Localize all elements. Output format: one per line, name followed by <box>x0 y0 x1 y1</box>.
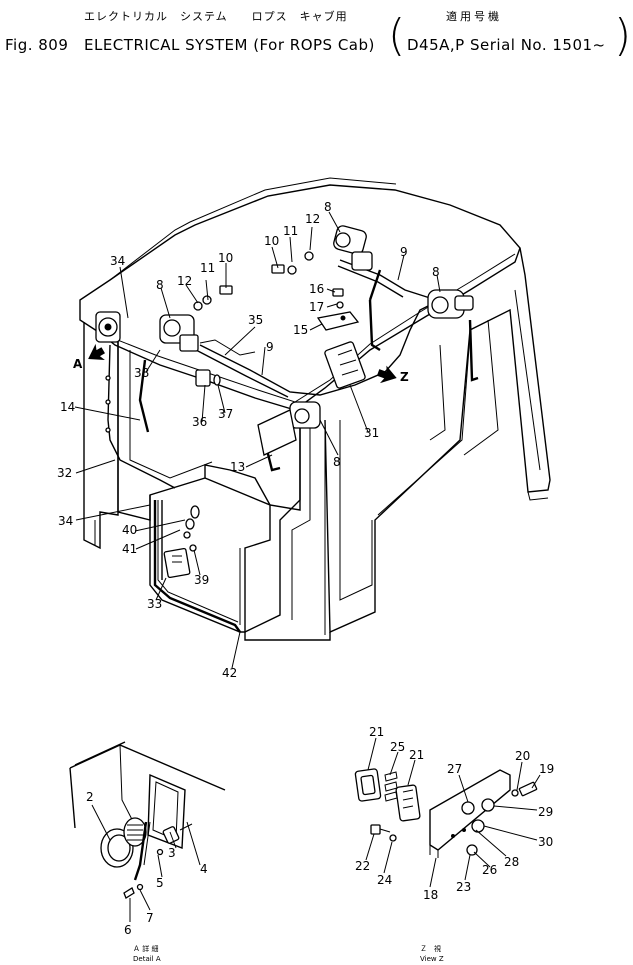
callout-label: 36 <box>192 415 207 429</box>
callout-label: 38 <box>134 366 149 380</box>
callout-label: 33 <box>147 597 162 611</box>
callout-label: 3 <box>168 846 176 860</box>
callout-label: 30 <box>538 835 553 849</box>
callout-label: 34 <box>58 514 73 528</box>
callout-label: 26 <box>482 863 497 877</box>
callout-label: 35 <box>248 313 263 327</box>
callout-label: 29 <box>538 805 553 819</box>
callout-label: 8 <box>156 278 164 292</box>
callout-label: 6 <box>124 923 132 937</box>
left-bracket: ( <box>388 10 406 61</box>
callout-label: 21 <box>369 725 384 739</box>
leader-lines <box>74 211 441 669</box>
detail-a-caption: Detail A <box>133 955 161 963</box>
callout-label: 15 <box>293 323 308 337</box>
callout-label: 27 <box>447 762 462 776</box>
detail-a-drawing <box>69 741 226 922</box>
callout-label: 5 <box>156 876 164 890</box>
callout-label: 42 <box>222 666 237 680</box>
callout-label: 14 <box>60 400 75 414</box>
view-a-marker: A <box>73 357 83 371</box>
callout-label: 23 <box>456 880 471 894</box>
callout-label: 34 <box>110 254 125 268</box>
wiring-harness <box>105 259 441 633</box>
door-speaker-and-panel <box>163 505 200 579</box>
callout-label: 11 <box>283 224 298 238</box>
callout-label: 32 <box>57 466 72 480</box>
figure-number: Fig. 809 <box>5 36 69 54</box>
callout-label: 12 <box>305 212 320 226</box>
figure-title: ELECTRICAL SYSTEM (For ROPS Cab) <box>84 36 375 54</box>
callout-label: 4 <box>200 862 208 876</box>
view-z-marker: Z <box>400 370 409 384</box>
callout-label: 2 <box>86 790 94 804</box>
callout-label: 9 <box>400 245 408 259</box>
callout-label: 31 <box>364 426 379 440</box>
view-arrows: A Z <box>73 343 409 384</box>
callout-label: 19 <box>539 762 554 776</box>
detail-a-caption-jp: Ａ 詳 細 <box>133 944 158 953</box>
right-bracket: ) <box>614 10 632 61</box>
view-z-caption-jp: Ｚ 視 <box>420 944 441 953</box>
callout-label: 22 <box>355 859 370 873</box>
callout-label: 13 <box>230 460 245 474</box>
callout-label: 37 <box>218 407 233 421</box>
serial-applicability: D45A,P Serial No. 1501~ <box>407 36 606 54</box>
applicability-japanese: 適用号機 <box>446 10 502 23</box>
callout-label: 10 <box>264 234 279 248</box>
callout-label: 8 <box>333 455 341 469</box>
callout-label: 18 <box>423 888 438 902</box>
callout-label: 9 <box>266 340 274 354</box>
detail-a-callouts: 2 3 4 5 6 7 Ａ 詳 細 Detail A <box>86 790 208 963</box>
callout-label: 40 <box>122 523 137 537</box>
view-z-drawing <box>354 737 541 888</box>
callout-label: 17 <box>309 300 324 314</box>
callout-label: 41 <box>122 542 137 556</box>
main-callout-labels: 34 8 12 11 10 10 11 12 8 9 8 16 17 15 35… <box>57 200 440 680</box>
callout-label: 21 <box>409 748 424 762</box>
view-z-callouts: 21 25 21 27 20 19 29 30 28 26 23 22 24 1… <box>355 725 554 963</box>
callout-label: 20 <box>515 749 530 763</box>
callout-label: 39 <box>194 573 209 587</box>
view-z-caption: View Z <box>420 955 444 963</box>
callout-label: 24 <box>377 873 392 887</box>
callout-label: 8 <box>324 200 332 214</box>
callout-label: 11 <box>200 261 215 275</box>
callout-label: 16 <box>309 282 324 296</box>
callout-label: 8 <box>432 265 440 279</box>
callout-label: 12 <box>177 274 192 288</box>
title-japanese: エレクトリカル システム ロプス キャブ用 <box>84 10 348 23</box>
wiper-motor-assemblies <box>95 225 479 472</box>
rops-cab-outline <box>79 177 551 641</box>
callout-label: 7 <box>146 911 154 925</box>
callout-label: 28 <box>504 855 519 869</box>
callout-label: 10 <box>218 251 233 265</box>
callout-label: 25 <box>390 740 405 754</box>
